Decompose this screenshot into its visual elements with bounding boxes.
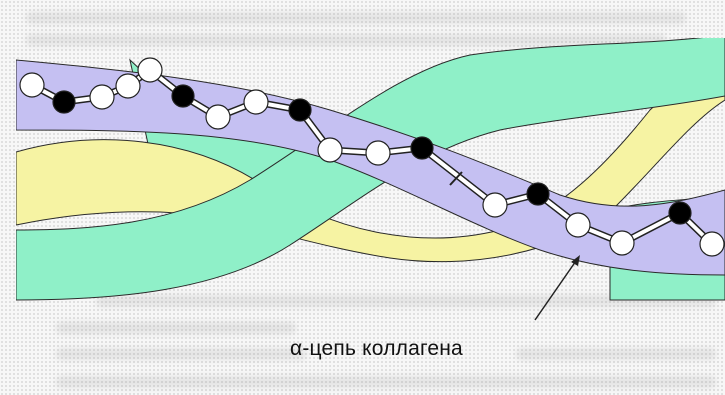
pointer-arrowhead [571, 255, 580, 266]
helix-strand-purple-alpha-chain [16, 59, 725, 276]
atom-light [317, 137, 343, 163]
atom-light [365, 140, 391, 166]
atom-dark [288, 98, 312, 122]
atom-dark [171, 84, 195, 108]
pointer-arrow-icon [534, 257, 579, 321]
atom-dark [410, 136, 434, 160]
atom-light [609, 230, 635, 256]
bond-tick-mark [449, 171, 463, 186]
atom-light [137, 57, 163, 83]
atom-light [699, 231, 725, 257]
atom-dark [52, 90, 76, 114]
atom-light [565, 212, 591, 238]
atom-light [89, 84, 115, 110]
atom-light [243, 89, 269, 115]
atom-chain [19, 57, 725, 257]
atom-dark [526, 182, 550, 206]
atom-light [19, 72, 45, 98]
atom-light [482, 192, 508, 218]
diagram-caption: α-цепь коллагена [290, 337, 463, 360]
atom-dark [668, 201, 692, 225]
atom-light [205, 104, 231, 130]
atom-light [115, 73, 141, 99]
